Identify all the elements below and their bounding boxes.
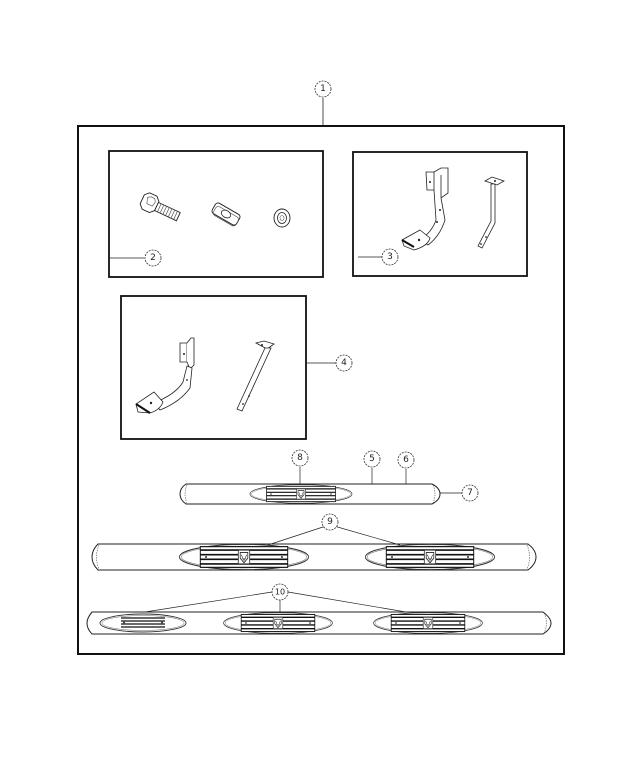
callout-7: 7 [440,484,479,502]
callout-9: 9 [267,513,401,546]
outer-assembly-frame [77,125,565,655]
bracket-set-a-box: 3 [352,151,528,277]
step-bar-medium: 9 [91,513,537,571]
callout-label-2: 2 [150,253,156,263]
callout-label-7: 7 [467,488,473,498]
nut-plate-icon [211,202,241,227]
callout-6: 6 [397,451,415,484]
callout-4: 4 [306,354,353,372]
curved-bracket-icon [401,167,449,251]
callout-label-1: 1 [320,84,326,94]
callout-5: 5 [363,450,381,484]
callout-label-8: 8 [297,453,303,463]
callout-label-3: 3 [387,252,393,262]
straight-bracket-b-icon [236,340,275,412]
callout-label-4: 4 [341,358,347,368]
callout-label-10: 10 [275,588,285,597]
step-bar-long: 10 [86,583,552,635]
callout-1: 1 [314,80,332,126]
callout-8: 8 [291,449,309,484]
plain-step-pad-icon [99,613,187,633]
washer-nut-icon [273,208,291,228]
curved-bracket-b-icon [135,337,195,414]
callout-label-5: 5 [369,454,375,464]
bracket-set-b-box: 4 [120,295,353,440]
callout-label-9: 9 [327,517,333,527]
callout-2: 2 [110,249,162,267]
callout-label-6: 6 [403,455,409,465]
straight-bracket-icon [477,176,505,249]
step-bar-short: 8 5 6 7 [179,449,479,505]
callout-10: 10 [144,583,407,613]
bolt-icon [139,192,181,222]
callout-3: 3 [358,248,399,266]
hardware-kit-box: 2 [108,150,324,278]
